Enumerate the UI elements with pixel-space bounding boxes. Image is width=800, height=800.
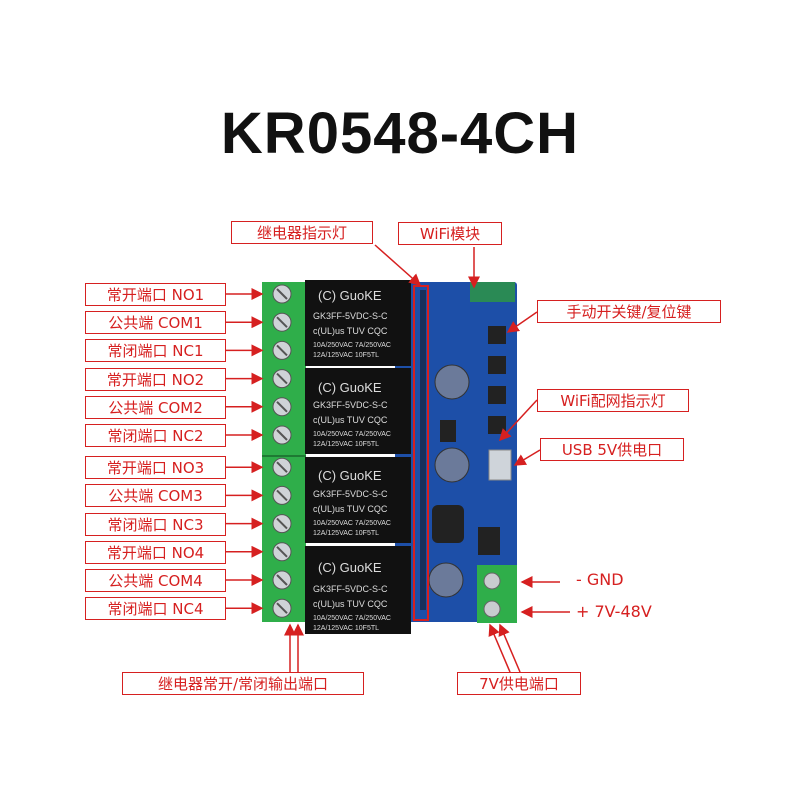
svg-text:c(UL)us TUV CQC: c(UL)us TUV CQC — [313, 326, 388, 336]
svg-text:GK3FF-5VDC-S-C: GK3FF-5VDC-S-C — [313, 489, 388, 499]
relay-1 — [305, 280, 411, 366]
pcb-components — [420, 290, 512, 610]
svg-text:12A/125VAC 10F5TL: 12A/125VAC 10F5TL — [313, 625, 379, 632]
terminal-label-3: 常闭端口 NC1 — [85, 339, 226, 363]
label-wifi-indicator: WiFi配网指示灯 — [537, 389, 689, 412]
relay-4 — [305, 546, 411, 634]
svg-text:c(UL)us TUV CQC: c(UL)us TUV CQC — [313, 504, 388, 514]
svg-text:(C) GuoKE: (C) GuoKE — [318, 468, 382, 483]
terminal-label-10: 常开端口 NO4 — [85, 540, 226, 564]
svg-text:GK3FF-5VDC-S-C: GK3FF-5VDC-S-C — [313, 400, 388, 410]
svg-text:(C) GuoKE: (C) GuoKE — [318, 560, 382, 575]
svg-text:10A/250VAC 7A/250VAC: 10A/250VAC 7A/250VAC — [313, 520, 391, 527]
relay-1-brand-logo: (C) GuoKE — [318, 288, 382, 303]
svg-text:GK3FF-5VDC-S-C: GK3FF-5VDC-S-C — [313, 584, 388, 594]
terminal-label-7: 常开端口 NO3 — [85, 456, 226, 480]
svg-text:10A/250VAC 7A/250VAC: 10A/250VAC 7A/250VAC — [313, 431, 391, 438]
svg-text:12A/125VAC 10F5TL: 12A/125VAC 10F5TL — [313, 530, 379, 537]
label-gnd: - GND — [576, 570, 624, 589]
terminal-label-11: 公共端 COM4 — [85, 569, 226, 592]
terminal-label-6: 常闭端口 NC2 — [85, 424, 226, 447]
label-relay-output: 继电器常开/常闭输出端口 — [122, 672, 364, 695]
terminal-label-4: 常开端口 NO2 — [85, 367, 226, 391]
svg-text:10A/250VAC 7A/250VAC: 10A/250VAC 7A/250VAC — [313, 615, 391, 622]
label-relay-indicator: 继电器指示灯 — [231, 221, 373, 244]
terminal-label-5: 公共端 COM2 — [85, 395, 226, 419]
label-vin: + 7V-48V — [576, 602, 652, 621]
label-wifi-module: WiFi模块 — [398, 222, 502, 245]
terminal-label-8: 公共端 COM3 — [85, 484, 226, 508]
svg-text:12A/125VAC 10F5TL: 12A/125VAC 10F5TL — [313, 441, 379, 448]
label-power-port: 7V供电端口 — [457, 672, 581, 695]
svg-text:c(UL)us TUV CQC: c(UL)us TUV CQC — [313, 599, 388, 609]
terminal-label-2: 公共端 COM1 — [85, 311, 226, 335]
svg-text:c(UL)us TUV CQC: c(UL)us TUV CQC — [313, 415, 388, 425]
svg-text:12A/125VAC 10F5TL: 12A/125VAC 10F5TL — [313, 352, 379, 359]
relay-3 — [305, 457, 411, 543]
terminal-label-9: 常闭端口 NC3 — [85, 512, 226, 536]
terminal-label-12: 常闭端口 NC4 — [85, 597, 226, 621]
terminal-block — [262, 282, 306, 622]
terminal-label-1: 常开端口 NO1 — [85, 283, 226, 306]
label-usb-power: USB 5V供电口 — [540, 438, 684, 461]
page-title: KR0548-4CH — [220, 101, 580, 166]
svg-text:(C) GuoKE: (C) GuoKE — [318, 380, 382, 395]
svg-text:10A/250VAC 7A/250VAC: 10A/250VAC 7A/250VAC — [313, 342, 391, 349]
relay-2 — [305, 368, 411, 454]
label-manual-switch: 手动开关键/复位键 — [537, 300, 721, 323]
relay-indicator-highlight — [413, 285, 429, 621]
svg-text:GK3FF-5VDC-S-C: GK3FF-5VDC-S-C — [313, 311, 388, 321]
